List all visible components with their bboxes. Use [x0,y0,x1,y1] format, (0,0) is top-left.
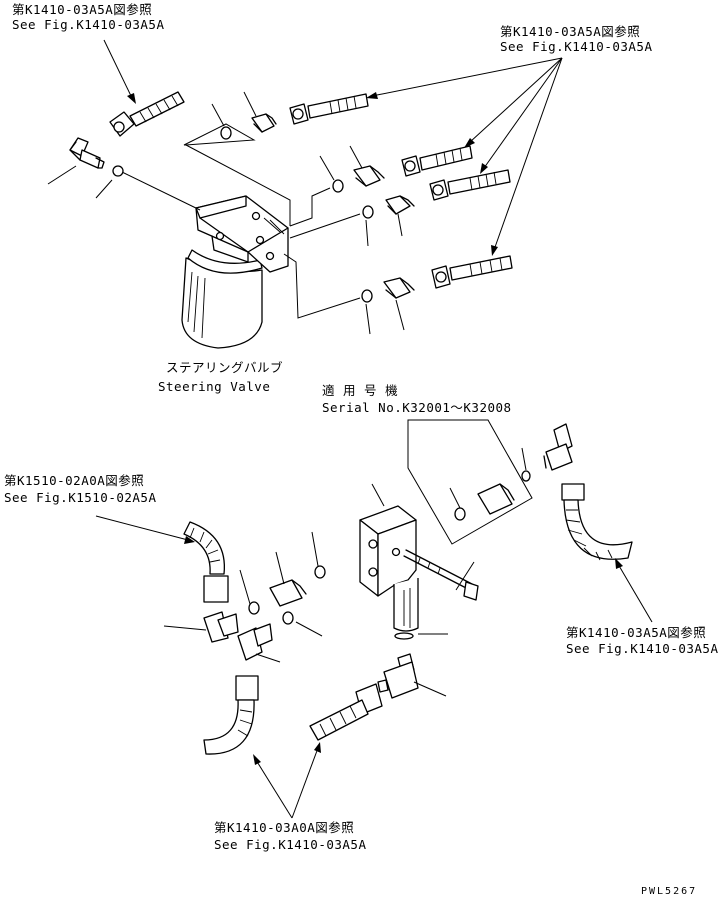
hose-bend-left [183,521,229,603]
o-ring-5 [361,289,373,303]
o-ring-4 [362,205,374,219]
leader-port-1 [289,187,331,227]
hose-lower-left [203,675,259,755]
o-ring-8 [314,565,326,579]
hose-end-upper-3 [429,169,511,201]
serial-label-jp: 適 用 号 機 [322,383,399,398]
o-ring-1 [220,126,232,140]
leader-port-3 [283,253,361,319]
elbow-lower-2 [237,623,273,661]
valve-block [359,505,419,632]
ref-bottom-en: See Fig.K1410-03A5A [214,837,367,852]
elbow-lower-1 [203,611,239,643]
hose-end-upper-4 [431,255,513,289]
adapter-upper-4 [383,277,415,299]
adapter-upper-1 [251,113,277,133]
drawing-code: PWL5267 [641,886,698,897]
leader-port-2 [289,213,361,239]
tee-fitting-lower [377,653,419,699]
o-ring-3 [332,179,344,193]
o-ring-7 [521,470,531,482]
o-ring-10 [282,611,294,625]
hose-lower-mid [309,683,383,741]
ref-mid-left-en: See Fig.K1510-02A5A [4,490,157,505]
elbow-fitting-upper [69,137,105,169]
ref-top-right-en: See Fig.K1410-03A5A [500,39,653,54]
adapter-upper-3 [385,195,415,215]
ref-top-right-jp: 第K1410-03A5A図参照 [500,24,641,39]
hose-end-upper-1 [289,93,369,125]
adapter-lower-serial [477,483,515,515]
ref-mid-right-en: See Fig.K1410-03A5A [566,641,719,656]
hose-end-upper-left [109,91,185,137]
ref-top-left-jp: 第K1410-03A5A図参照 [12,2,153,17]
hose-end-upper-2 [401,145,473,177]
steering-valve-en: Steering Valve [158,379,271,394]
bolt [403,549,479,601]
adapter-lower-1 [269,579,307,607]
serial-bracket [407,419,533,545]
o-ring-9 [248,601,260,615]
o-ring-6 [454,507,466,521]
serial-number: Serial No.K32001～K32008 [322,400,512,415]
adapter-upper-2 [353,165,385,187]
steering-valve-body [181,195,289,349]
o-ring-11 [394,632,414,640]
o-ring-2 [112,165,124,177]
hose-bend-right [561,483,633,561]
elbow-lower-right [543,423,573,471]
ref-mid-left-jp: 第K1510-02A0A図参照 [4,473,145,488]
ref-top-left-en: See Fig.K1410-03A5A [12,17,165,32]
ref-mid-right-jp: 第K1410-03A5A図参照 [566,625,707,640]
steering-valve-jp: ステアリングバルブ [166,360,284,375]
ref-bottom-jp: 第K1410-03A0A図参照 [214,820,355,835]
